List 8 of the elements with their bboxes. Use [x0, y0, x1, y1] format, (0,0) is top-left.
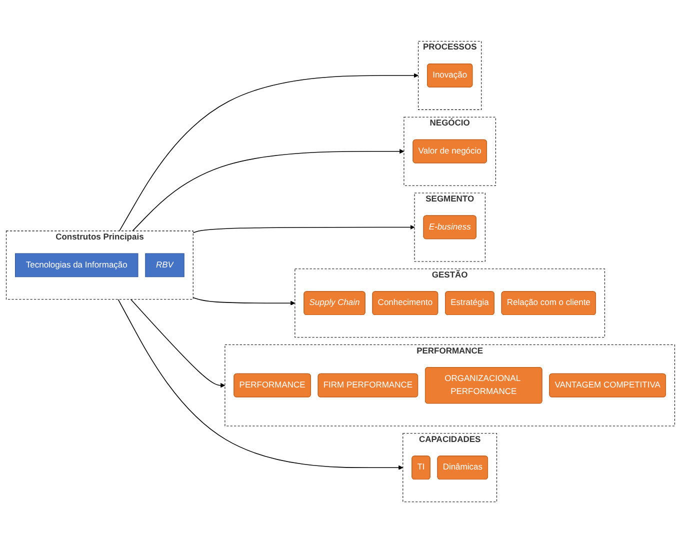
arrow: [119, 73, 418, 232]
arrow: [132, 148, 404, 232]
arrow: [192, 297, 296, 306]
node-box: RBV: [145, 253, 184, 278]
arrow: [192, 224, 415, 234]
arrow: [130, 298, 226, 388]
node-box: Tecnologias da Informação: [15, 253, 138, 278]
arrow: [118, 298, 404, 470]
